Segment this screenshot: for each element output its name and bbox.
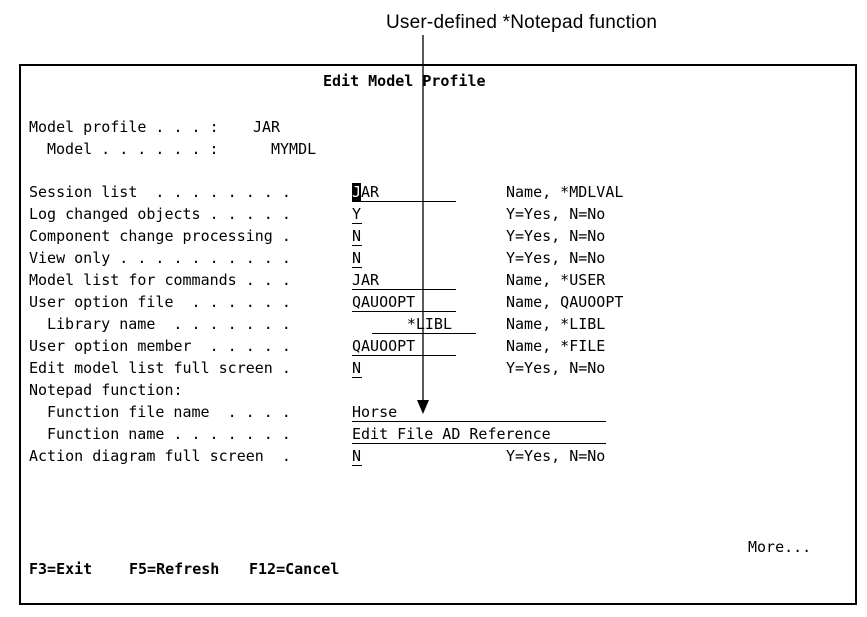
user-option-file-hint: Name, QAUOOPT <box>506 293 624 311</box>
notepad-function-heading: Notepad function: <box>29 381 183 399</box>
callout-label: User-defined *Notepad function <box>386 12 658 33</box>
function-name-label: Function name . . . . . . . <box>47 425 291 443</box>
terminal-screen: Edit Model Profile Model profile . . . :… <box>19 64 857 605</box>
f3-exit-key[interactable]: F3=Exit <box>29 560 93 578</box>
more-indicator: More... <box>748 538 812 556</box>
log-changed-objects-label: Log changed objects . . . . . <box>29 205 291 223</box>
component-change-field[interactable]: N <box>352 227 362 246</box>
session-list-value: AR <box>361 183 380 201</box>
log-changed-objects-hint: Y=Yes, N=No <box>506 205 606 223</box>
action-diagram-hint: Y=Yes, N=No <box>506 447 606 465</box>
session-list-hint: Name, *MDLVAL <box>506 183 624 201</box>
model-profile-label: Model profile . . . : <box>29 118 219 136</box>
edit-model-list-field[interactable]: N <box>352 359 362 378</box>
model-profile-value: JAR <box>253 118 281 136</box>
library-name-value: *LIBL <box>406 315 452 333</box>
model-value: MYMDL <box>271 140 317 158</box>
view-only-hint: Y=Yes, N=No <box>506 249 606 267</box>
view-only-field[interactable]: N <box>352 249 362 268</box>
user-option-file-label: User option file . . . . . . <box>29 293 291 311</box>
screen-title: Edit Model Profile <box>323 72 486 90</box>
user-option-member-label: User option member . . . . . <box>29 337 291 355</box>
model-list-commands-label: Model list for commands . . . <box>29 271 291 289</box>
function-file-name-label: Function file name . . . . <box>47 403 291 421</box>
function-file-name-field[interactable]: Horse <box>352 403 606 422</box>
action-diagram-field[interactable]: N <box>352 447 362 466</box>
library-name-field[interactable]: *LIBL <box>372 315 476 334</box>
user-option-file-field[interactable]: QAUOOPT <box>352 293 456 312</box>
view-only-label: View only . . . . . . . . . . <box>29 249 291 267</box>
session-list-label: Session list . . . . . . . . <box>29 183 291 201</box>
component-change-hint: Y=Yes, N=No <box>506 227 606 245</box>
log-changed-objects-field[interactable]: Y <box>352 205 362 224</box>
model-list-commands-field[interactable]: JAR <box>352 271 456 290</box>
f5-refresh-key[interactable]: F5=Refresh <box>129 560 220 578</box>
edit-model-list-hint: Y=Yes, N=No <box>506 359 606 377</box>
user-option-member-hint: Name, *FILE <box>506 337 606 355</box>
component-change-label: Component change processing . <box>29 227 291 245</box>
library-name-label: Library name . . . . . . . <box>47 315 291 333</box>
text-cursor: J <box>352 183 362 201</box>
model-label: Model . . . . . . : <box>47 140 219 158</box>
function-name-field[interactable]: Edit File AD Reference <box>352 425 606 444</box>
action-diagram-label: Action diagram full screen . <box>29 447 291 465</box>
user-option-member-field[interactable]: QAUOOPT <box>352 337 456 356</box>
f12-cancel-key[interactable]: F12=Cancel <box>249 560 340 578</box>
edit-model-list-label: Edit model list full screen . <box>29 359 291 377</box>
session-list-field[interactable]: JAR <box>352 183 456 202</box>
library-name-hint: Name, *LIBL <box>506 315 606 333</box>
model-list-commands-hint: Name, *USER <box>506 271 606 289</box>
